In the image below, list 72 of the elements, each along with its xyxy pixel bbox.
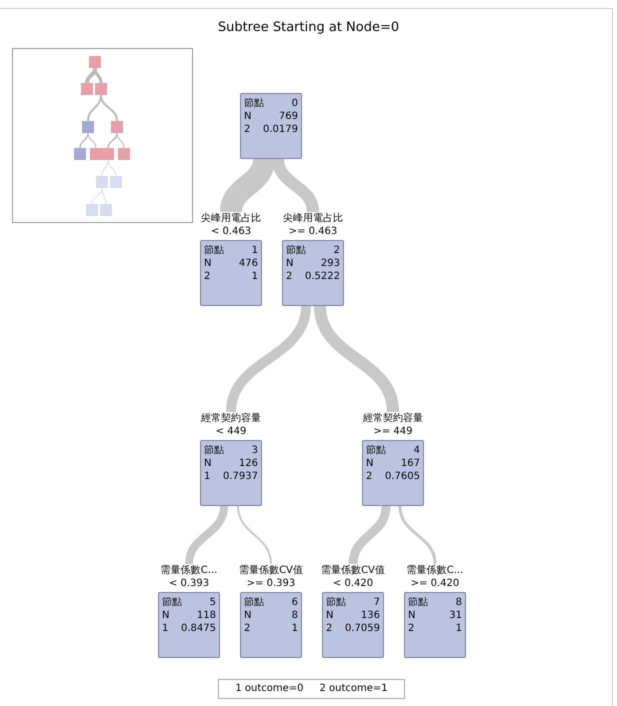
row-value: 0 (292, 97, 298, 110)
chart-title: Subtree Starting at Node=0 (216, 20, 400, 35)
row-label: 2 (326, 622, 332, 635)
branch-band (185, 506, 228, 564)
split-variable: 尖峰用電占比 (201, 212, 261, 225)
row-label: 節點 (244, 596, 264, 609)
row-label: N (326, 609, 334, 622)
row-label: 節點 (286, 244, 306, 257)
split-variable: 需量係數C... (160, 564, 218, 577)
branch-band (398, 506, 436, 564)
row-value: 2 (334, 244, 340, 257)
row-label: N (162, 609, 170, 622)
row-value: 118 (196, 609, 216, 622)
row-label: N (204, 257, 212, 270)
row-value: 0.7059 (345, 622, 380, 635)
legend-entry: 1 outcome=0 (235, 683, 304, 694)
row-value: 476 (238, 257, 258, 270)
row-label: 2 (408, 622, 414, 635)
row-label: 節點 (366, 444, 386, 457)
row-label: 1 (204, 470, 210, 483)
row-value: 126 (238, 457, 258, 470)
row-value: 293 (320, 257, 340, 270)
row-value: 167 (400, 457, 420, 470)
split-variable: 需量係數C... (406, 564, 464, 577)
row-label: 節點 (408, 596, 428, 609)
row-label: 1 (162, 622, 168, 635)
split-variable: 經常契約容量 (363, 412, 423, 425)
row-value: 5 (210, 596, 216, 609)
row-value: 0.7605 (385, 470, 420, 483)
row-value: 1 (292, 622, 298, 635)
row-label: N (366, 457, 374, 470)
row-value: 769 (278, 110, 298, 123)
row-value: 0.0179 (263, 123, 298, 136)
row-label: N (244, 609, 252, 622)
row-label: 2 (244, 622, 250, 635)
row-value: 31 (449, 609, 462, 622)
row-label: 節點 (244, 97, 264, 110)
legend-entry: 2 outcome=1 (320, 683, 388, 694)
row-value: 0.7937 (223, 470, 258, 483)
split-variable: 需量係數CV值 (321, 564, 385, 577)
row-label: 節點 (326, 596, 346, 609)
row-value: 4 (414, 444, 420, 457)
row-value: 0.8475 (181, 622, 216, 635)
split-variable: 需量係數CV值 (239, 564, 303, 577)
row-value: 136 (360, 609, 380, 622)
branch-band (226, 305, 311, 413)
row-label: 節點 (204, 444, 224, 457)
row-value: 8 (292, 609, 298, 622)
branch-band (348, 506, 390, 564)
row-value: 0.5222 (305, 270, 340, 283)
row-value: 3 (252, 444, 258, 457)
row-value: 1 (456, 622, 462, 635)
branch-band (220, 158, 275, 214)
row-value: 7 (374, 596, 380, 609)
row-label: N (204, 457, 212, 470)
row-label: 節點 (204, 244, 224, 257)
row-label: N (408, 609, 416, 622)
row-label: 2 (204, 270, 210, 283)
row-value: 8 (456, 596, 462, 609)
row-label: N (244, 110, 252, 123)
split-variable: 尖峰用電占比 (283, 212, 343, 225)
row-label: 2 (366, 470, 372, 483)
row-label: 節點 (162, 596, 182, 609)
branch-band (272, 158, 319, 213)
row-value: 1 (252, 244, 258, 257)
row-label: 2 (244, 123, 250, 136)
row-label: 2 (286, 270, 292, 283)
row-value: 1 (252, 270, 258, 283)
branch-band (237, 506, 272, 564)
row-label: N (286, 257, 294, 270)
split-variable: 經常契約容量 (201, 412, 261, 425)
row-value: 6 (292, 596, 298, 609)
